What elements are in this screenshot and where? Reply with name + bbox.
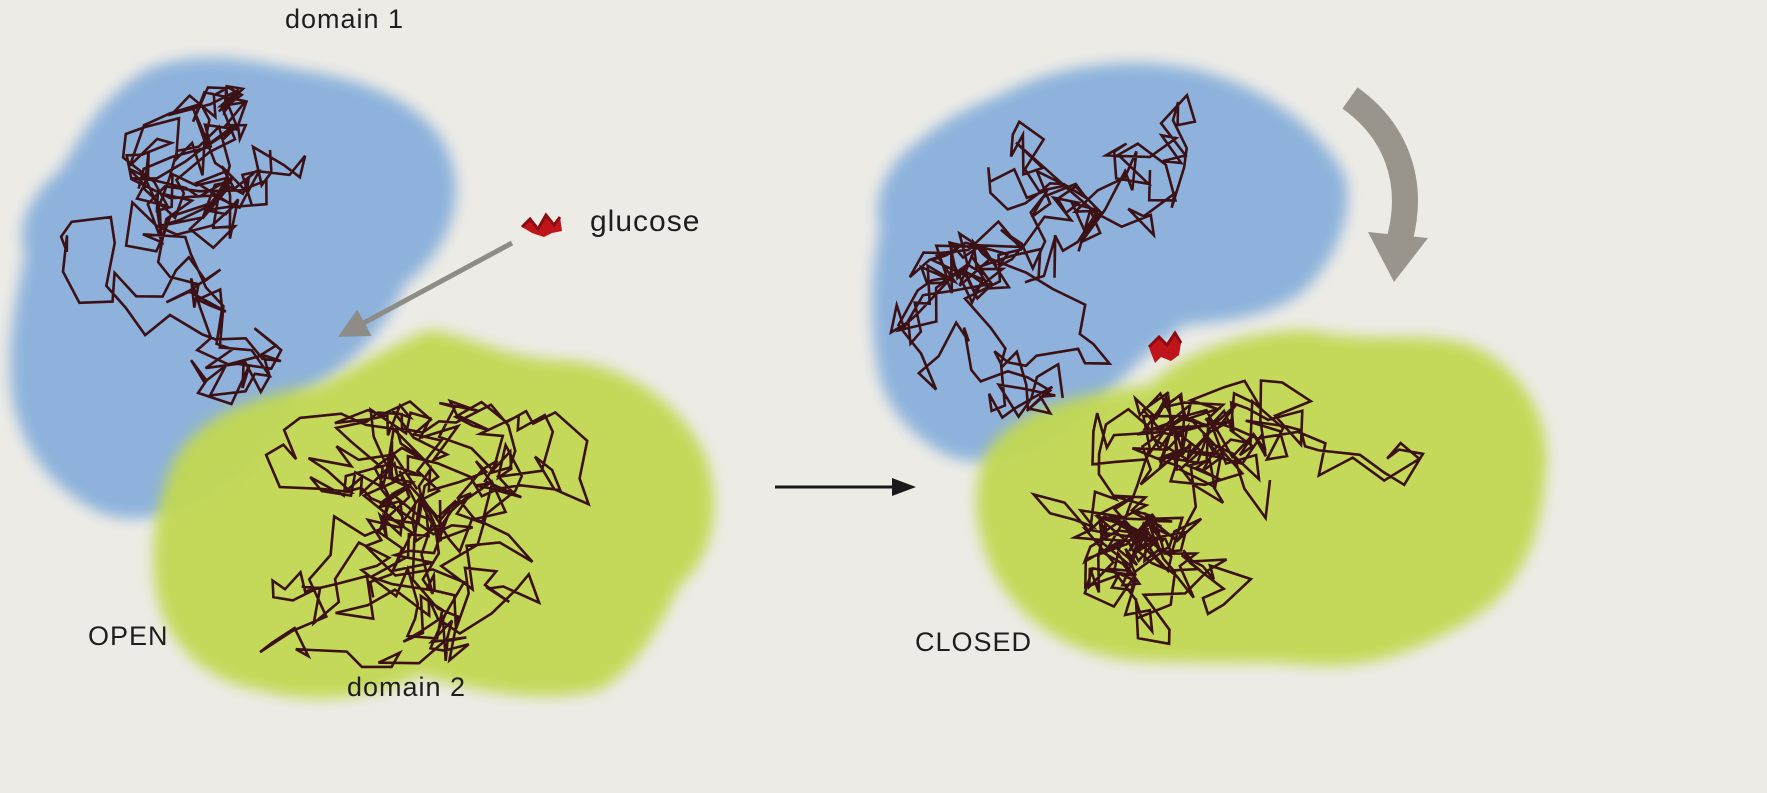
curved-arrow-icon <box>1350 98 1428 282</box>
open-conformation <box>10 58 714 699</box>
closed-label: CLOSED <box>915 627 1032 658</box>
domain-1-label: domain 1 <box>285 4 404 35</box>
closed-conformation <box>872 63 1547 666</box>
domain-2-label: domain 2 <box>347 672 466 703</box>
open-label: OPEN <box>88 621 169 652</box>
glucose-label: glucose <box>590 205 700 239</box>
glucose-molecule-icon <box>522 215 562 237</box>
